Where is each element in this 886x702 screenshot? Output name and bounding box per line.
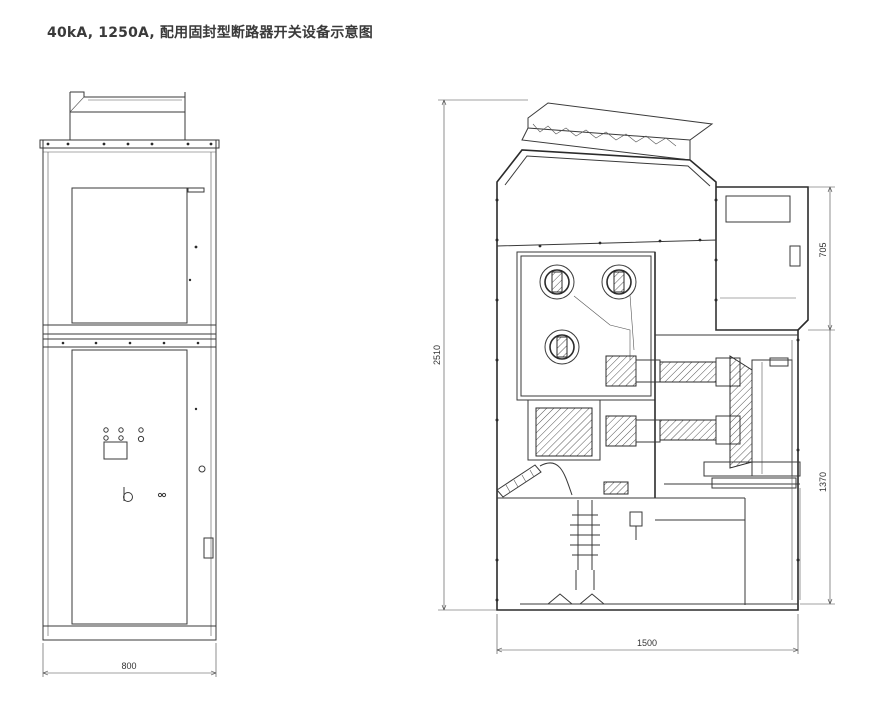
mid-bolts [61, 341, 200, 345]
height-dimension: 2510 [432, 99, 528, 611]
enclosure-bolts [495, 198, 800, 602]
upper-compartment-dimension: 705 [808, 186, 835, 331]
front-width-label: 800 [121, 661, 136, 671]
depth-dimension: 1500 [496, 614, 799, 654]
cable-terminations [570, 481, 629, 590]
lower-contact-arm [605, 415, 741, 447]
upper-compartment-label: 705 [818, 242, 828, 257]
diagram-title: 40kA, 1250A, 配用固封型断路器开关设备示意图 [47, 25, 373, 41]
top-bolts [46, 142, 213, 146]
lower-compartment-label: 1370 [818, 472, 828, 492]
depth-label: 1500 [637, 638, 657, 648]
front-width-dimension: 800 [42, 643, 217, 677]
upper-contact-arm [605, 355, 741, 387]
front-view [39, 91, 220, 641]
control-panel [103, 427, 167, 502]
height-label: 2510 [432, 345, 442, 365]
lower-compartment-dimension: 1370 [800, 330, 835, 605]
busbar-bushings [539, 264, 637, 365]
side-view [495, 102, 809, 611]
